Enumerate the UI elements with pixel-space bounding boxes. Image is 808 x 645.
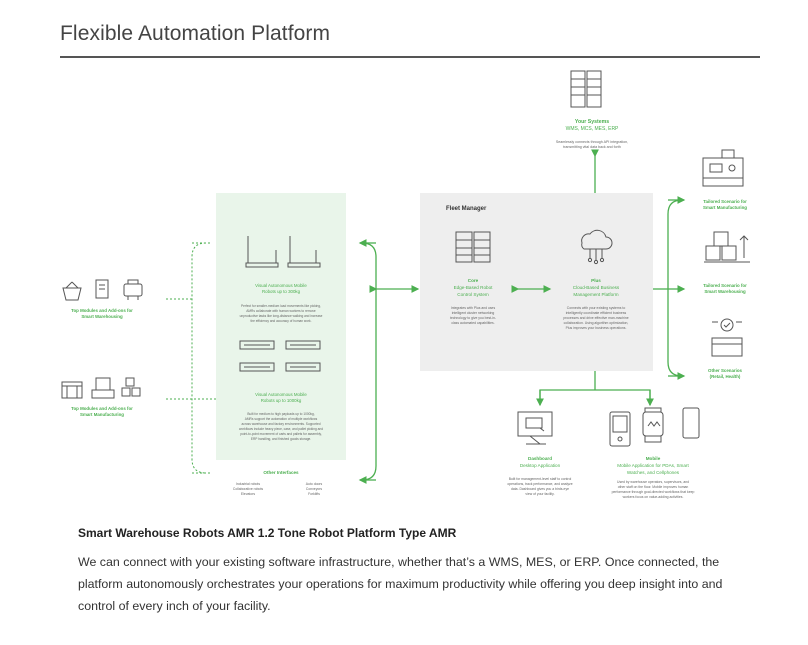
left-modules-top-label: Top Modules and Add-ons for [71, 308, 133, 313]
core-line: Control System [457, 292, 489, 297]
vam-bottom-desc: ERP handling, and finished goods storage… [251, 437, 311, 441]
vam-bottom-desc: Built for medium to high payloads up to … [247, 412, 314, 416]
right-mid-label: Smart Warehousing [704, 289, 746, 294]
other-interfaces-item: Conveyors [306, 487, 323, 491]
other-interfaces-item: Elevators [241, 492, 255, 496]
mobile-desc: other staff on the floor. Mobile improve… [618, 485, 689, 489]
vam-top-title: Visual Autonomous Mobile [255, 283, 307, 288]
mobile-desc: Used by warehouse operators, supervisors… [617, 480, 689, 484]
vam-top-desc: Perfect for smaller-medium load movement… [241, 304, 321, 308]
fleet-manager-panel [420, 193, 653, 371]
right-bottom-label: (Retail, Health) [710, 374, 741, 379]
other-interfaces-item: Forklifts [308, 492, 320, 496]
your-systems-subtitle: WMS, MCS, MES, ERP [566, 126, 619, 132]
dashboard-desc: data. Dashboard gives you a birds-eye [511, 487, 569, 491]
pda-smartwatch-phone-icon [609, 407, 700, 447]
left-modules-bottom-label: Top Modules and Add-ons for [71, 406, 133, 411]
other-interfaces-item: Collaborative robots [233, 487, 263, 491]
other-interfaces-item: Industrial robots [236, 482, 260, 486]
vam-top-desc: the efficiency and accuracy of human wor… [250, 319, 311, 323]
left-modules-bottom-label: Smart Manufacturing [80, 412, 124, 417]
right-scenarios-bracket [653, 196, 686, 380]
desktop-monitor-icon [517, 411, 553, 445]
manufacturing-machine-icon [702, 149, 744, 187]
vam-bottom-title: Robots up to 1000kg [261, 398, 302, 403]
plus-line: Management Platform [573, 292, 618, 297]
plus-title: Plus [591, 278, 601, 283]
amr-fleet-bracket [358, 239, 420, 484]
dashboard-desc: operations, track performance, and analy… [507, 482, 572, 486]
vam-top-title: Robots up to 300kg [262, 289, 301, 294]
plus-desc: Connects with your existing systems to [567, 306, 626, 310]
plus-desc: intelligently coordinate efficient busin… [566, 311, 627, 315]
core-desc: Integrates with Plus and uses [451, 306, 496, 310]
dashboard-title: Dashboard [528, 456, 552, 461]
title-divider [60, 56, 760, 58]
vam-bottom-desc: AMRs support the automation of multiple … [245, 417, 318, 421]
plus-desc: collaboration. Using algorithm optimizat… [564, 321, 629, 325]
vam-bottom-title: Visual Autonomous Mobile [255, 392, 307, 397]
left-modules-bracket [166, 242, 216, 474]
mobile-line: Watches, and Cellphones [627, 470, 680, 475]
page-title: Flexible Automation Platform [60, 22, 331, 45]
section-body: We can connect with your existing softwa… [78, 555, 723, 613]
core-desc: technology to give you best-in- [450, 316, 496, 320]
other-interfaces-item: Auto doors [306, 482, 323, 486]
vam-top-desc: unproductive tasks like long-distance wa… [240, 314, 323, 318]
right-mid-label: Tailored Scenario for [703, 283, 747, 288]
mobile-desc: performance through goal-directed workfl… [612, 490, 695, 494]
mobile-desc: workers focus on value-adding activities… [623, 495, 684, 499]
vam-bottom-desc: workflows include heavy piece, case, and… [239, 427, 323, 431]
vam-top-desc: AMRs collaborate with human workers to r… [246, 309, 316, 313]
cloud-network-icon [581, 229, 613, 265]
core-desc: intelligent cluster networking [452, 311, 495, 315]
amr-heavy-robot-icon [239, 340, 321, 372]
apps-connector-arrows [536, 371, 654, 407]
core-server-icon [455, 231, 491, 263]
core-title: Core [468, 278, 479, 283]
your-systems-desc: Seamlessly connects through API integrat… [556, 140, 628, 144]
right-top-label: Smart Manufacturing [703, 205, 747, 210]
server-rack-icon [570, 70, 602, 108]
vam-bottom-desc: point-to-point movement of carts and pal… [240, 432, 322, 436]
mobile-line: Mobile Application for PDAs, Smart [617, 463, 689, 468]
plus-line: Cloud-Based Business [573, 285, 620, 290]
dashboard-subtitle: Desktop Application [520, 463, 561, 468]
warehouse-boxes-icon [704, 231, 750, 263]
plus-desc: Plus improves your business operations. [566, 326, 627, 330]
plus-desc: processes and drive effective man-machin… [563, 316, 628, 320]
left-modules-top-label: Smart Warehousing [81, 314, 123, 319]
automation-platform-diagram: Your Systems WMS, MCS, MES, ERP Seamless… [61, 70, 750, 499]
manufacturing-modules-icon [61, 377, 141, 399]
dashboard-desc: Built for management-level staff to cont… [509, 477, 572, 481]
amr-robot-icon [245, 236, 321, 268]
fleet-manager-title: Fleet Manager [446, 206, 487, 212]
warehouse-modules-icon [62, 279, 143, 301]
dashboard-desc: view of your facility. [525, 492, 554, 496]
vam-bottom-desc: across warehouse and factory environment… [241, 422, 320, 426]
core-line: Edge-Based Robot [454, 285, 494, 290]
retail-box-icon [711, 318, 743, 357]
core-desc: class automated capabilities. [451, 321, 494, 325]
mobile-title: Mobile [646, 456, 661, 461]
your-systems-desc: transmitting vital data back and forth [563, 145, 621, 149]
your-systems-title: Your Systems [575, 119, 609, 125]
right-bottom-label: Other Scenarios [708, 368, 742, 373]
amr-panel [216, 193, 346, 460]
other-interfaces-title: Other Interfaces [263, 470, 299, 475]
section-heading: Smart Warehouse Robots AMR 1.2 Tone Robo… [78, 526, 457, 540]
right-top-label: Tailored Scenario for [703, 199, 747, 204]
